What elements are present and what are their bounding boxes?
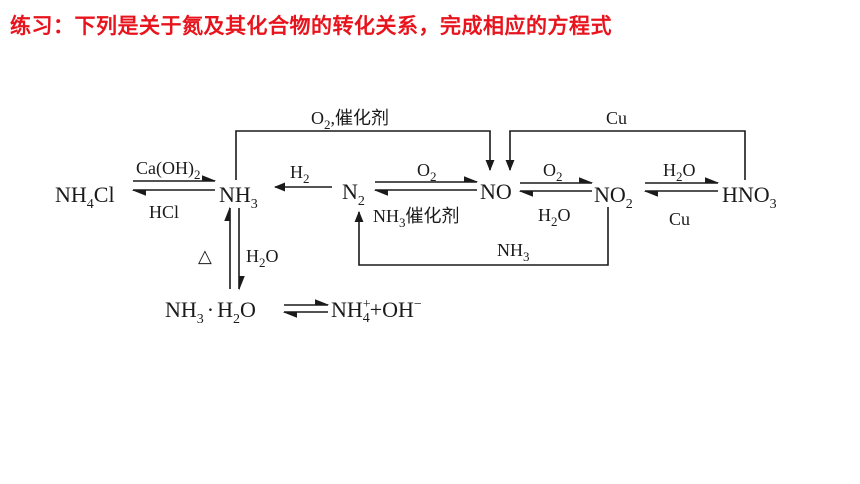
label-h2o-b: H2O (663, 160, 696, 184)
label-cu-top: Cu (606, 108, 627, 128)
arrow-nh3-to-no (235, 130, 495, 180)
label-o2-b: O2 (543, 160, 563, 184)
label-hcl: HCl (149, 202, 179, 222)
label-cu-b: Cu (669, 209, 690, 229)
species-hno3: HNO3 (722, 182, 777, 212)
arrow-no2-to-n2 (354, 207, 609, 266)
species-nh3-h2o: NH3·H2O (165, 297, 256, 327)
species-ions: NH+4+OH− (331, 297, 422, 326)
species-nh4cl: NH4Cl (55, 182, 115, 212)
label-nh3-bottom: NH3 (497, 240, 530, 264)
arrow-hno3-to-no (505, 130, 746, 180)
species-nh3: NH3 (219, 182, 258, 212)
label-h2: H2 (290, 162, 310, 186)
label-o2-catalyst: O2,催化剂 (311, 108, 389, 132)
label-h2o-a: H2O (538, 205, 571, 229)
species-no2: NO2 (594, 182, 633, 212)
page-title: 练习：下列是关于氮及其化合物的转化关系，完成相应的方程式 (10, 14, 612, 38)
species-no: NO (480, 179, 512, 204)
label-triangle: △ (198, 246, 212, 266)
species-n2: N2 (342, 179, 365, 209)
label-caoh2: Ca(OH)2 (136, 158, 200, 182)
label-nh3-catalyst: NH3催化剂 (373, 206, 460, 230)
label-o2-a: O2 (417, 160, 437, 184)
label-h2o-v: H2O (246, 246, 279, 270)
